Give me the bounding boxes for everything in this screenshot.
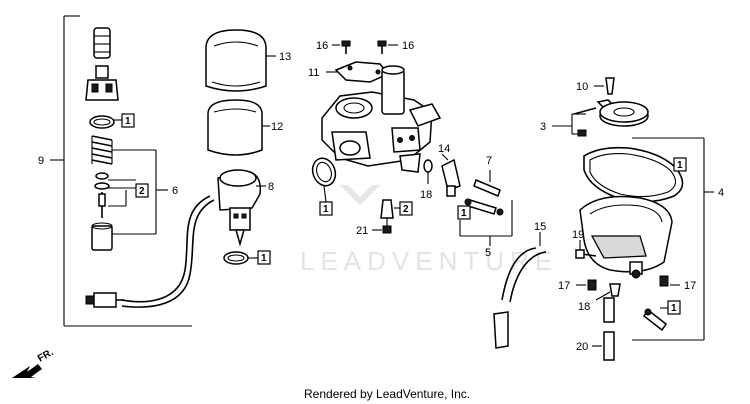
needle-jet-holder xyxy=(93,27,111,59)
credit-text: Rendered by LeadVenture, Inc. xyxy=(304,387,470,401)
drain-screw-right xyxy=(642,308,668,332)
callout-21: 21 xyxy=(356,225,368,237)
callout-15: 15 xyxy=(534,221,546,233)
watermark-logo xyxy=(340,185,380,205)
float-chamber-gasket xyxy=(583,146,684,203)
float-valve-10 xyxy=(605,77,615,95)
o-ring-8 xyxy=(223,251,249,265)
callout-14: 14 xyxy=(438,143,450,155)
callout-11: 11 xyxy=(308,67,319,79)
throttle-spring xyxy=(91,135,113,165)
front-arrow-icon xyxy=(12,364,42,378)
callout-9: 9 xyxy=(38,155,44,167)
air-screw-2 xyxy=(380,199,394,226)
plug-18 xyxy=(423,159,433,173)
auto-choke-8 xyxy=(217,169,262,247)
needle-clip xyxy=(94,172,110,190)
callout-7: 7 xyxy=(486,155,492,167)
screw-16a xyxy=(341,40,351,54)
throttle-valve-top xyxy=(85,65,119,101)
callout-6: 6 xyxy=(172,185,178,197)
callout-1-kit: 1 xyxy=(461,208,467,219)
front-indicator-label: FR. xyxy=(36,347,56,365)
fuel-tube-15 xyxy=(493,247,547,349)
callout-16-right: 16 xyxy=(402,40,414,52)
callout-20: 20 xyxy=(576,341,588,353)
screw-17-left xyxy=(587,279,597,291)
cap-12 xyxy=(207,99,263,156)
bracket-6 xyxy=(108,149,168,235)
callout-1-choke: 1 xyxy=(261,253,267,264)
callout-2-clip: 2 xyxy=(139,186,145,197)
callout-18-right: 18 xyxy=(578,301,590,313)
callout-1-chamber-gasket: 1 xyxy=(677,160,683,171)
jet-needle xyxy=(98,192,106,218)
elbow-14 xyxy=(441,158,461,197)
callout-8: 8 xyxy=(268,181,274,193)
callout-18-center: 18 xyxy=(420,189,432,201)
o-ring xyxy=(89,115,115,129)
screw-16b xyxy=(377,40,387,54)
callout-1-oring: 1 xyxy=(125,116,131,127)
screw-kit-7 xyxy=(464,178,504,216)
screw-17-right xyxy=(659,275,669,287)
carburetor-body xyxy=(321,61,442,173)
callout-10: 10 xyxy=(576,81,588,93)
callout-2-airscrew: 2 xyxy=(403,204,409,215)
watermark: LEADVENTURE xyxy=(300,246,558,276)
callout-3: 3 xyxy=(540,121,546,133)
throttle-valve xyxy=(91,222,113,251)
bracket-4 xyxy=(632,137,714,341)
callout-19: 19 xyxy=(572,229,584,241)
callout-1-drain: 1 xyxy=(671,303,677,314)
clip-18-right xyxy=(609,283,621,297)
wire-harness xyxy=(85,195,215,308)
bracket-5 xyxy=(459,200,513,246)
callout-17-left: 17 xyxy=(558,280,570,292)
callout-4: 4 xyxy=(718,187,724,199)
jet-21 xyxy=(382,225,392,234)
float-3 xyxy=(599,101,649,127)
bracket-3 xyxy=(552,113,587,137)
callout-1-gasket: 1 xyxy=(323,204,329,215)
float-chamber xyxy=(579,195,673,279)
callout-16-left: 16 xyxy=(316,40,328,52)
callout-5: 5 xyxy=(485,247,491,259)
callout-13: 13 xyxy=(279,51,291,63)
left-assembly-bracket xyxy=(50,15,192,327)
callout-17-right: 17 xyxy=(684,280,696,292)
callout-12: 12 xyxy=(271,121,283,133)
insulator-gasket xyxy=(311,157,337,187)
tube-20 xyxy=(603,297,615,361)
cap-13 xyxy=(205,29,267,92)
